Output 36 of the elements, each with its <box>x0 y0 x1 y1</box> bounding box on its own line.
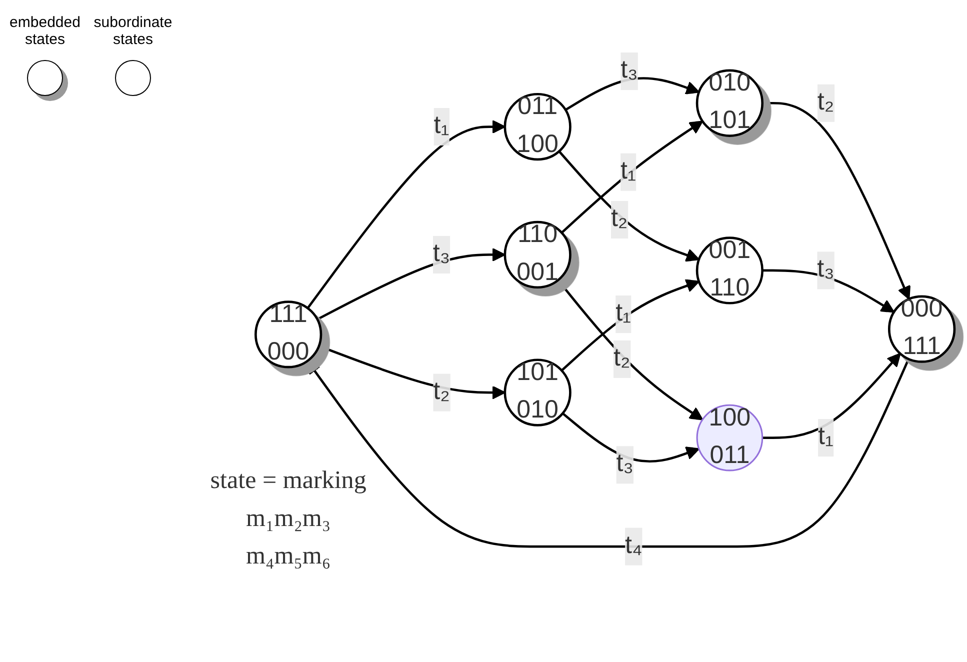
edge-label: t₄ <box>625 532 642 560</box>
node-circle: 001 110 <box>696 236 764 304</box>
arrow <box>762 102 911 300</box>
node-text: state = marking m₁m₂m₃ m₄m₅m₆ <box>210 468 366 570</box>
edge-label: t₃ <box>432 240 450 268</box>
arrow <box>562 412 700 463</box>
node-circle: 101 010 <box>504 358 572 426</box>
legend-text: embedded states <box>8 14 82 48</box>
edge-label: t₃ <box>817 256 834 284</box>
edge-label: t₁ <box>434 112 450 140</box>
arrow <box>316 248 506 320</box>
edge-label: t₁ <box>620 158 636 185</box>
edge-label: t₃ <box>616 450 634 478</box>
edge-label: t₁ <box>818 424 834 450</box>
arrow <box>558 150 700 262</box>
node-circle: 100 011 <box>696 404 764 472</box>
edge-label: t₁ <box>616 300 632 327</box>
edge-label: t₃ <box>620 57 638 84</box>
node-circle: 000 111 <box>888 295 956 363</box>
edge-label: t₂ <box>817 89 834 116</box>
arrow <box>318 345 506 400</box>
edge-label: t₂ <box>613 345 630 372</box>
edge-label: t₂ <box>433 378 450 406</box>
node-circle: 111 000 <box>254 300 322 368</box>
arrow <box>306 120 506 309</box>
arrow <box>560 279 700 372</box>
arrow <box>557 279 704 420</box>
node-circle: 010 101 <box>696 69 764 138</box>
node-circle: 110 001 <box>504 220 572 289</box>
node-circle: 011 100 <box>504 93 572 161</box>
arrow <box>564 77 700 111</box>
legend-text: subordinate states <box>94 14 172 48</box>
edge-label: t₂ <box>610 206 628 232</box>
arrow <box>560 120 704 234</box>
arrow <box>762 353 901 440</box>
arrow <box>762 269 895 313</box>
